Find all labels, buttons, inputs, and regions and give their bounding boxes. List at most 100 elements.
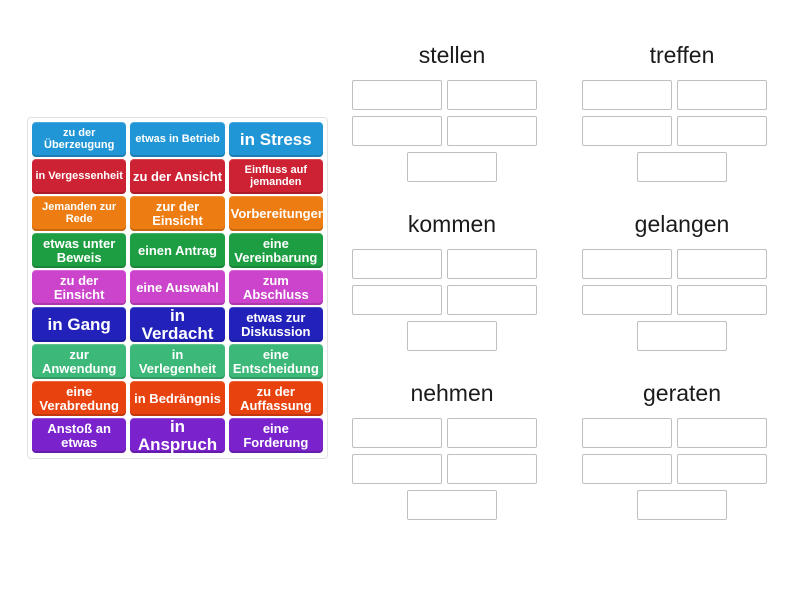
slot-row: [352, 321, 552, 351]
tile-cell: eine Auswahl: [128, 269, 226, 306]
slot-row: [352, 490, 552, 520]
word-tile-label: Jemanden zur Rede: [42, 200, 117, 225]
word-tile[interactable]: zu der Ansicht: [130, 159, 225, 194]
word-tile[interactable]: etwas unter Beweis: [32, 233, 127, 268]
word-tile[interactable]: Einfluss auf jemanden: [228, 159, 323, 194]
tile-cell: in Verdacht: [128, 306, 226, 343]
slot-grid-nehmen: [352, 418, 552, 520]
slot-grid-kommen: [352, 249, 552, 351]
word-tile-label: zur der Einsicht: [152, 198, 203, 228]
tile-cell: etwas unter Beweis: [30, 232, 128, 269]
word-tile[interactable]: zur der Einsicht: [130, 196, 225, 231]
drop-slot[interactable]: [637, 490, 727, 520]
word-tile[interactable]: Vorbereitungen: [228, 196, 323, 231]
tile-cell: etwas in Betrieb: [128, 121, 226, 158]
drop-slot[interactable]: [582, 249, 672, 279]
drop-slot[interactable]: [677, 249, 767, 279]
group-title-treffen: treffen: [649, 42, 715, 68]
drop-slot[interactable]: [447, 418, 537, 448]
word-tile[interactable]: eine Verabredung: [32, 381, 127, 416]
word-tile[interactable]: eine Auswahl: [130, 270, 225, 305]
word-tile[interactable]: Jemanden zur Rede: [32, 196, 127, 231]
drop-slot[interactable]: [352, 454, 442, 484]
drop-slot[interactable]: [582, 80, 672, 110]
word-tile-label: in Stress: [239, 129, 312, 149]
drop-slot[interactable]: [677, 285, 767, 315]
word-tile[interactable]: eine Entscheidung: [228, 344, 323, 379]
word-tile[interactable]: Anstoß an etwas: [32, 418, 127, 453]
word-tile[interactable]: zu der Überzeugung: [32, 122, 127, 157]
drop-slot[interactable]: [677, 116, 767, 146]
tile-cell: in Bedrängnis: [128, 380, 226, 417]
drop-slot[interactable]: [352, 249, 442, 279]
word-tile-bank[interactable]: zu der Überzeugung etwas in Betrieb in Str…: [27, 117, 328, 459]
word-tile-label: zu der Auffassung: [240, 383, 312, 413]
word-tile-label: in Verlegenheit: [138, 346, 217, 376]
word-tile-label: etwas in Betrieb: [135, 132, 220, 145]
word-tile[interactable]: in Anspruch: [130, 418, 225, 453]
group-stellen: stellen: [352, 44, 552, 182]
word-tile[interactable]: in Verdacht: [130, 307, 225, 342]
answer-groups: stellen treffen: [352, 44, 782, 564]
drop-slot[interactable]: [582, 285, 672, 315]
drop-slot[interactable]: [582, 116, 672, 146]
tile-cell: eine Vereinbarung: [227, 232, 325, 269]
slot-row: [352, 80, 552, 110]
drop-slot[interactable]: [352, 116, 442, 146]
word-tile-label: Einfluss auf jemanden: [244, 163, 307, 188]
word-tile[interactable]: einen Antrag: [130, 233, 225, 268]
drop-slot[interactable]: [447, 116, 537, 146]
word-tile[interactable]: zu der Auffassung: [228, 381, 323, 416]
tile-cell: Einfluss auf jemanden: [227, 158, 325, 195]
slot-grid-treffen: [582, 80, 782, 182]
word-tile-label: in Gang: [47, 314, 111, 334]
tile-cell: einen Antrag: [128, 232, 226, 269]
group-title-stellen: stellen: [418, 42, 486, 68]
tile-cell: zu der Einsicht: [30, 269, 128, 306]
tile-cell: eine Entscheidung: [227, 343, 325, 380]
drop-slot[interactable]: [352, 285, 442, 315]
drop-slot[interactable]: [677, 418, 767, 448]
word-tile[interactable]: etwas zur Diskussion: [228, 307, 323, 342]
drop-slot[interactable]: [677, 80, 767, 110]
word-tile[interactable]: in Gang: [32, 307, 127, 342]
word-tile[interactable]: zum Abschluss: [228, 270, 323, 305]
word-tile[interactable]: eine Forderung: [228, 418, 323, 453]
drop-slot[interactable]: [352, 80, 442, 110]
drop-slot[interactable]: [447, 249, 537, 279]
drop-slot[interactable]: [407, 152, 497, 182]
drop-slot[interactable]: [447, 285, 537, 315]
word-tile-label: in Vergessenheit: [35, 169, 123, 182]
drop-slot[interactable]: [677, 454, 767, 484]
drop-slot[interactable]: [407, 321, 497, 351]
word-tile[interactable]: etwas in Betrieb: [130, 122, 225, 157]
drop-slot[interactable]: [637, 152, 727, 182]
slot-row: [582, 249, 782, 279]
word-tile-label: in Anspruch: [137, 418, 218, 453]
drop-slot[interactable]: [637, 321, 727, 351]
word-tile[interactable]: in Bedrängnis: [130, 381, 225, 416]
drop-slot[interactable]: [582, 418, 672, 448]
word-tile[interactable]: zur Anwendung: [32, 344, 127, 379]
word-tile[interactable]: eine Vereinbarung: [228, 233, 323, 268]
tile-cell: zum Abschluss: [227, 269, 325, 306]
drop-slot[interactable]: [582, 454, 672, 484]
word-tile-label: eine Verabredung: [39, 383, 119, 413]
drop-slot[interactable]: [352, 418, 442, 448]
word-tile[interactable]: zu der Einsicht: [32, 270, 127, 305]
drop-slot[interactable]: [447, 454, 537, 484]
tile-cell: Jemanden zur Rede: [30, 195, 128, 232]
word-tile[interactable]: in Verlegenheit: [130, 344, 225, 379]
group-kommen: kommen: [352, 213, 552, 351]
group-title-gelangen: gelangen: [634, 211, 730, 237]
drop-slot[interactable]: [447, 80, 537, 110]
drop-slot[interactable]: [407, 490, 497, 520]
word-tile-label: etwas zur Diskussion: [241, 309, 311, 339]
tile-cell: eine Forderung: [227, 417, 325, 454]
slot-row: [352, 249, 552, 279]
word-tile-label: in Bedrängnis: [134, 390, 221, 406]
slot-row: [352, 418, 552, 448]
word-tile[interactable]: in Stress: [228, 122, 323, 157]
tile-cell: in Stress: [227, 121, 325, 158]
word-tile[interactable]: in Vergessenheit: [32, 159, 127, 194]
